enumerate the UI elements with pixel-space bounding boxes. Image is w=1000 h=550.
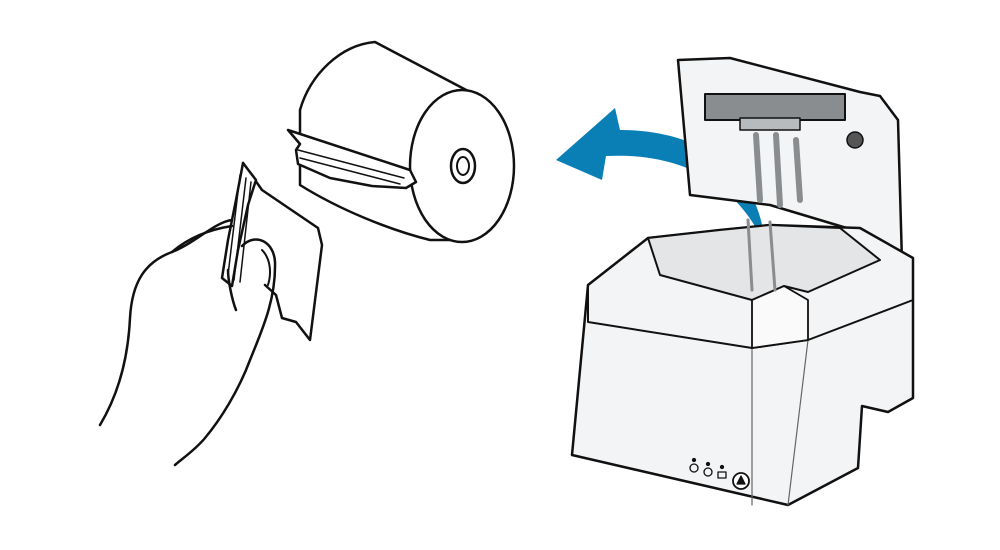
receipt-printer-icon <box>570 56 915 507</box>
error-led-icon <box>703 467 713 477</box>
hand-icon <box>98 161 324 467</box>
paper-roll-icon <box>286 40 516 244</box>
paper-strip <box>286 128 418 190</box>
platen-roller <box>704 93 846 121</box>
power-led-icon <box>689 463 699 473</box>
paper-tail <box>241 161 324 342</box>
control-panel <box>689 457 750 490</box>
curved-arrow-icon <box>556 108 765 245</box>
network-led-icon <box>717 471 727 479</box>
hand-outline <box>98 218 277 467</box>
paper-compartment <box>647 224 881 301</box>
